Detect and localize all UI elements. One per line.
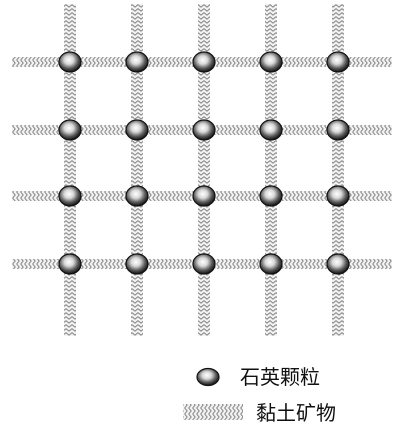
quartz-particle — [259, 51, 283, 73]
clay-band-vertical — [131, 4, 143, 336]
quartz-particle — [125, 185, 149, 207]
legend-label-quartz: 石英颗粒 — [240, 365, 320, 389]
vertical-clay-bands — [64, 4, 344, 336]
clay-band-vertical — [332, 4, 344, 336]
quartz-particle — [326, 119, 350, 141]
legend-item-clay: 黏土矿物 — [183, 401, 336, 425]
quartz-particle — [326, 253, 350, 275]
quartz-particle — [259, 185, 283, 207]
quartz-particle — [326, 185, 350, 207]
quartz-particle — [192, 185, 216, 207]
quartz-particle — [192, 253, 216, 275]
clay-band-vertical — [198, 4, 210, 336]
quartz-particle — [58, 253, 82, 275]
legend-label-clay: 黏土矿物 — [256, 401, 336, 425]
legend-item-quartz: 石英颗粒 — [196, 365, 320, 389]
quartz-particle-icon — [196, 367, 220, 387]
quartz-particle — [58, 119, 82, 141]
quartz-particles — [58, 51, 350, 275]
quartz-particle — [58, 51, 82, 73]
legend: 石英颗粒 黏土矿物 — [183, 365, 336, 425]
quartz-particle — [192, 51, 216, 73]
quartz-particle — [259, 253, 283, 275]
quartz-particle — [125, 51, 149, 73]
quartz-particle — [192, 119, 216, 141]
quartz-particle — [326, 51, 350, 73]
quartz-particle — [125, 119, 149, 141]
clay-band-vertical — [64, 4, 76, 336]
clay-band-vertical — [265, 4, 277, 336]
quartz-particle — [125, 253, 149, 275]
quartz-particle — [259, 119, 283, 141]
clay-mineral-swatch-icon — [183, 404, 243, 420]
quartz-particle — [58, 185, 82, 207]
